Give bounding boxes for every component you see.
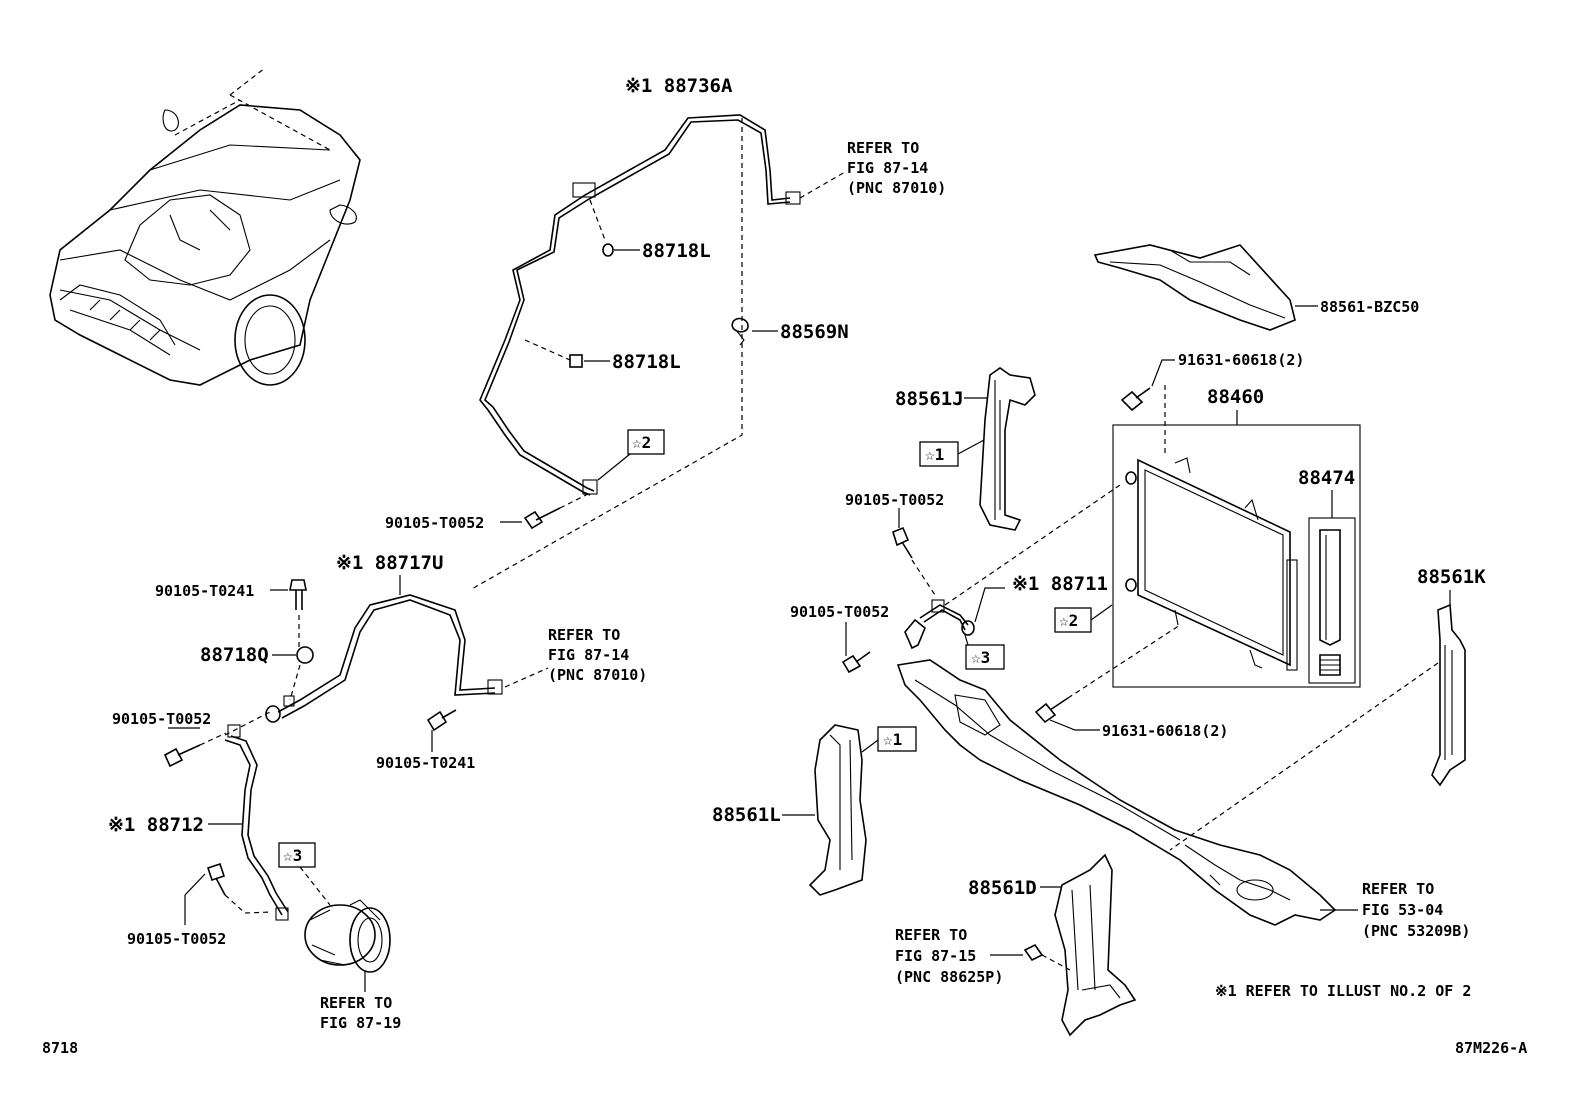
bolt-90105-T0052-a — [500, 493, 589, 530]
star3-box-a — [278, 842, 316, 868]
label-88561L: 88561L — [712, 804, 781, 826]
star1-box-b — [877, 726, 917, 752]
label-88711: ※1 88711 — [1012, 573, 1108, 595]
star1-label-b: ☆1 — [883, 730, 902, 749]
star1-box-a — [919, 441, 959, 467]
label-88712: ※1 88712 — [108, 814, 204, 836]
label-90105-T0241-a: 90105-T0241 — [155, 582, 254, 600]
label-88474: 88474 — [1298, 467, 1355, 489]
refer-fig-87-15-line1: REFER TO — [895, 926, 967, 944]
refer-fig-53-04-line3: (PNC 53209B) — [1362, 922, 1470, 940]
compressor — [304, 899, 391, 992]
star3-label-b: ☆3 — [971, 648, 990, 667]
condenser-88460 — [1125, 457, 1298, 671]
receiver-88474 — [1319, 529, 1341, 676]
refer-fig-87-14-mid-line1: REFER TO — [548, 626, 620, 644]
refer-fig-87-14-mid-line2: FIG 87-14 — [548, 646, 629, 664]
refer-fig-53-04-line1: REFER TO — [1362, 880, 1434, 898]
label-88561-BZC50: 88561-BZC50 — [1320, 298, 1419, 316]
clamp-88569N — [731, 317, 778, 346]
star3-label-a: ☆3 — [283, 846, 302, 865]
label-91631-60618-b: 91631-60618(2) — [1102, 722, 1228, 740]
seal-88561K — [1431, 590, 1466, 787]
seal-88561D — [1040, 853, 1137, 1037]
receiver-group-box — [1308, 517, 1356, 684]
pipe-88711 — [904, 599, 975, 650]
bolt-91631-b — [1034, 624, 1181, 731]
star1-label-a: ☆1 — [925, 445, 944, 464]
radiator-support — [896, 659, 1358, 926]
label-88718Q: 88718Q — [200, 644, 269, 666]
refer-fig-53-04-line2: FIG 53-04 — [1362, 901, 1443, 919]
label-88561J: 88561J — [895, 388, 964, 410]
refer-fig-87-19-line2: FIG 87-19 — [320, 1014, 401, 1032]
refer-fig-87-14-top-line1: REFER TO — [847, 139, 919, 157]
code-right: 87M226-A — [1455, 1039, 1527, 1057]
label-90105-T0052-b: 90105-T0052 — [112, 710, 211, 728]
label-90105-T0241-b: 90105-T0241 — [376, 754, 475, 772]
vehicle-illustration — [49, 67, 361, 386]
bolt-90105-T0052-c — [184, 862, 273, 925]
label-90105-T0052-a: 90105-T0052 — [385, 514, 484, 532]
label-91631-60618-a: 91631-60618(2) — [1178, 351, 1304, 369]
label-88561D: 88561D — [968, 877, 1037, 899]
label-88561K: 88561K — [1417, 566, 1486, 588]
label-88736A: ※1 88736A — [625, 75, 733, 97]
seal-88561L — [782, 724, 867, 896]
label-88718L-a: 88718L — [642, 240, 711, 262]
bolt-90105-T0052-e — [841, 622, 871, 674]
code-left: 8718 — [42, 1039, 78, 1057]
seal-88561-BZC50 — [1093, 244, 1318, 331]
star2-label-a: ☆2 — [632, 433, 651, 452]
label-88460: 88460 — [1207, 386, 1264, 408]
label-88569N: 88569N — [780, 321, 849, 343]
pipe-88717U — [265, 594, 503, 723]
bolt-90105-T0052-d — [892, 508, 936, 596]
label-88717U: ※1 88717U — [336, 552, 443, 574]
star3-box-b — [965, 644, 1005, 670]
clamp-88718Q — [272, 646, 314, 701]
clamp-88718L-b — [524, 339, 610, 368]
bolt-91631-a — [1120, 359, 1175, 455]
seal-88561J — [964, 367, 1036, 531]
refer-fig-87-15-line2: FIG 87-15 — [895, 947, 976, 965]
bolt-90105-T0052-b — [163, 727, 227, 768]
footnote-refer-illust: ※1 REFER TO ILLUST NO.2 OF 2 — [1215, 982, 1471, 1000]
condenser-group-box — [1112, 424, 1361, 688]
label-90105-T0052-d: 90105-T0052 — [845, 491, 944, 509]
refer-fig-87-14-top-line3: (PNC 87010) — [847, 179, 946, 197]
label-88718L-b: 88718L — [612, 351, 681, 373]
refer-fig-87-19-line1: REFER TO — [320, 994, 392, 1012]
refer-fig-87-15-line3: (PNC 88625P) — [895, 968, 1003, 986]
bolt-90105-T0241-b — [426, 709, 457, 752]
refer-fig-87-14-mid-line3: (PNC 87010) — [548, 666, 647, 684]
hose-88712 — [224, 724, 289, 921]
bolt-90105-T0241-a — [270, 579, 307, 648]
star2-box-a — [627, 429, 665, 455]
star2-label-b: ☆2 — [1059, 611, 1078, 630]
label-90105-T0052-e: 90105-T0052 — [790, 603, 889, 621]
refer-fig-87-14-top-line2: FIG 87-14 — [847, 159, 928, 177]
clamp-88718L-a — [589, 199, 640, 257]
clip-88625P — [990, 943, 1071, 971]
label-90105-T0052-c: 90105-T0052 — [127, 930, 226, 948]
